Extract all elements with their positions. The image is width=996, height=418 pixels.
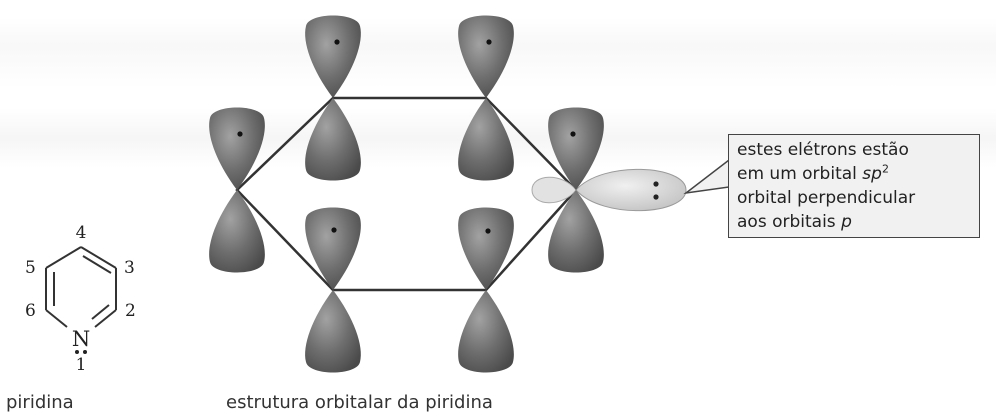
p-orbital-c3 bbox=[209, 107, 265, 273]
sp2-orbital-large-lobe bbox=[575, 168, 687, 212]
orbital-structure-caption: estrutura orbitalar da piridina bbox=[226, 392, 493, 413]
pi-electron bbox=[486, 39, 492, 45]
position-label-1: 1 bbox=[76, 355, 87, 375]
nitrogen-label: N bbox=[72, 327, 90, 351]
p-orbital-upper-lobe bbox=[209, 107, 265, 190]
p-orbital-upper-lobe bbox=[305, 15, 361, 98]
position-label-4: 4 bbox=[76, 223, 87, 243]
p-orbital-nitrogen bbox=[548, 107, 604, 273]
position-label-3: 3 bbox=[124, 258, 135, 278]
p-orbital-upper-lobe bbox=[548, 107, 604, 190]
bond-n-c6 bbox=[45, 309, 68, 328]
p-orbital-lower-lobe bbox=[209, 190, 265, 273]
bond-c2-n bbox=[94, 309, 117, 328]
p-orbital-lower-lobe bbox=[305, 290, 361, 373]
lone-pair-electron bbox=[653, 181, 659, 187]
callout-pointer bbox=[683, 158, 730, 195]
lone-pair-electron bbox=[653, 194, 659, 200]
callout-line-3: orbital perpendicular bbox=[737, 188, 916, 208]
callout-line-1: estes elétrons estão bbox=[737, 140, 909, 160]
pi-electron bbox=[237, 131, 243, 137]
sp2-orbital-small-lobe bbox=[531, 176, 577, 204]
p-orbital-upper-lobe bbox=[458, 15, 514, 98]
pi-electron bbox=[331, 227, 337, 233]
bond-c5-c4 bbox=[45, 246, 82, 269]
callout-line-2: em um orbital sp2 bbox=[737, 162, 889, 184]
lone-pair-dot bbox=[75, 350, 79, 354]
callout-line-4: aos orbitais p bbox=[737, 212, 852, 232]
bond-c4-c3 bbox=[80, 246, 117, 269]
p-orbital-c1 bbox=[305, 15, 361, 181]
pi-electron bbox=[570, 131, 576, 137]
double-bond-c4-c3 bbox=[82, 255, 112, 274]
p-orbital-c2 bbox=[458, 15, 514, 181]
callout-box: estes elétrons estão em um orbital sp2 o… bbox=[728, 134, 980, 238]
p-orbital-c5 bbox=[458, 207, 514, 373]
position-label-6: 6 bbox=[25, 301, 36, 321]
p-orbital-lower-lobe bbox=[458, 98, 514, 181]
pi-electron bbox=[485, 228, 491, 234]
pyridine-structure: N 1 2 3 4 5 6 bbox=[25, 223, 136, 375]
double-bond-c2-n bbox=[91, 304, 110, 320]
p-orbital-upper-lobe bbox=[305, 207, 361, 290]
pi-electron bbox=[334, 39, 340, 45]
p-orbital-upper-lobe bbox=[458, 207, 514, 290]
p-orbital-lower-lobe bbox=[305, 98, 361, 181]
position-label-5: 5 bbox=[25, 258, 36, 278]
orbital-structure bbox=[209, 15, 730, 373]
position-label-2: 2 bbox=[125, 301, 136, 321]
pyridine-caption: piridina bbox=[6, 392, 74, 413]
p-orbital-c4 bbox=[305, 207, 361, 373]
p-orbital-lower-lobe bbox=[458, 290, 514, 373]
lone-pair-dot bbox=[83, 350, 87, 354]
p-orbital-lower-lobe bbox=[548, 190, 604, 273]
sigma-bond-framework bbox=[235, 96, 578, 292]
